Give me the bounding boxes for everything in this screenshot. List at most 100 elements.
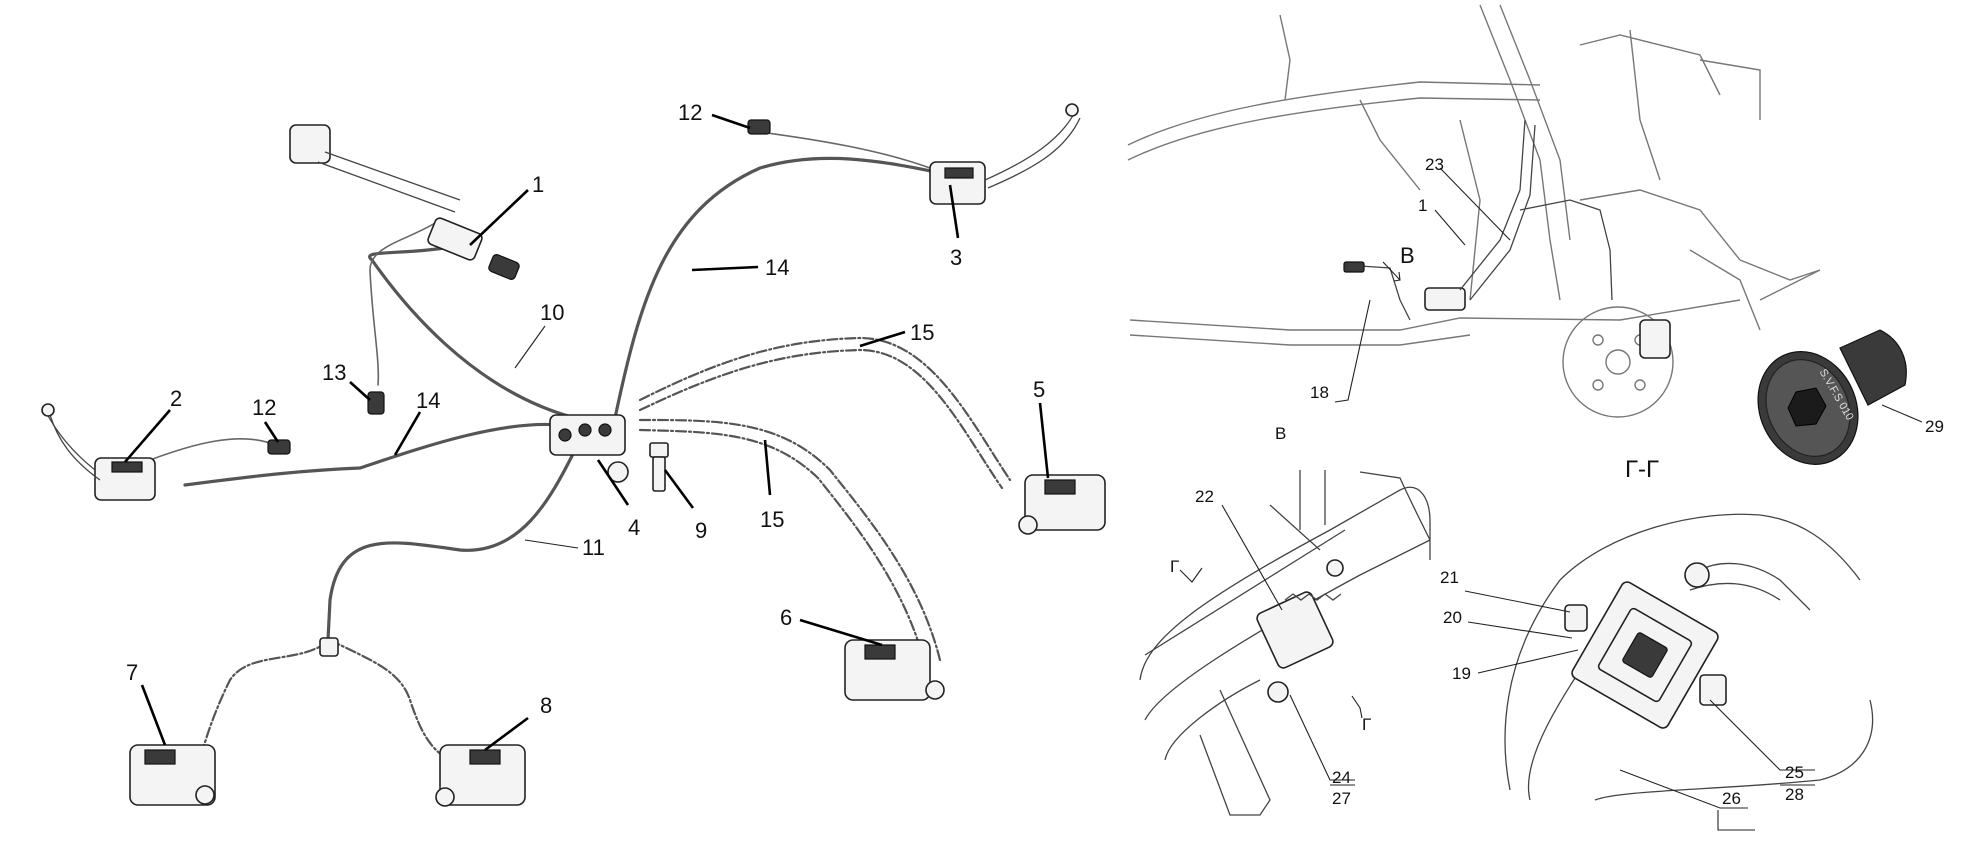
callout-28: 28 bbox=[1785, 785, 1804, 804]
callout-26: 26 bbox=[1722, 789, 1741, 808]
callout-5: 5 bbox=[1033, 377, 1045, 402]
master-cylinder-rear bbox=[289, 124, 520, 280]
leader-12a bbox=[711, 113, 751, 130]
hose-rear-right-branch bbox=[328, 638, 452, 762]
callout-20: 20 bbox=[1443, 608, 1462, 627]
callout-19: 19 bbox=[1452, 664, 1471, 683]
leader-13 bbox=[349, 381, 371, 401]
section-mark-bottom bbox=[1351, 695, 1363, 719]
caliper-8 bbox=[435, 744, 526, 807]
leader-21 bbox=[1464, 590, 1571, 613]
leader-23 bbox=[1439, 167, 1511, 241]
callout-9: 9 bbox=[695, 518, 707, 543]
section-g-g: Г-Г 21 20 19 25 28 26 bbox=[1440, 456, 1874, 831]
callout-7: 7 bbox=[126, 660, 138, 685]
brake-switch-12-top bbox=[747, 119, 771, 135]
callout-22: 22 bbox=[1195, 487, 1214, 506]
leader-15a bbox=[859, 330, 906, 348]
callout-14-top: 14 bbox=[765, 255, 789, 280]
switch-wire-top bbox=[759, 131, 931, 169]
caliper-7 bbox=[129, 744, 216, 806]
leader-8 bbox=[484, 716, 529, 752]
leader-15b bbox=[763, 439, 772, 496]
hose-10 bbox=[368, 246, 577, 420]
leader-11 bbox=[524, 539, 579, 549]
brake-distributor-4 bbox=[549, 414, 629, 483]
master-cylinder-left bbox=[41, 403, 156, 501]
view-arrow-b-label: В bbox=[1400, 243, 1415, 268]
leader-22 bbox=[1221, 504, 1283, 611]
bolt-29: S.V.F.S 010 29 bbox=[1757, 329, 1944, 465]
callout-24: 24 bbox=[1332, 768, 1351, 787]
callout-23: 23 bbox=[1425, 155, 1444, 174]
leader-9 bbox=[663, 469, 695, 509]
frame-view: 23 1 18 В bbox=[1127, 4, 1821, 418]
leader-1-frame bbox=[1434, 209, 1466, 246]
callout-1-frame: 1 bbox=[1418, 196, 1427, 215]
switch-13 bbox=[367, 391, 385, 415]
callout-11: 11 bbox=[582, 535, 605, 560]
hose-14-left bbox=[183, 422, 562, 487]
exploded-brake-view: 1 2 3 4 5 6 7 8 9 10 11 12 12 13 14 14 1… bbox=[41, 100, 1106, 807]
callout-2: 2 bbox=[170, 386, 182, 411]
callout-10: 10 bbox=[540, 300, 564, 325]
callout-12-left: 12 bbox=[252, 395, 276, 420]
hose-15-front bbox=[638, 336, 1012, 482]
callout-12-top: 12 bbox=[678, 100, 702, 125]
hose-11 bbox=[326, 448, 577, 642]
leader-26 bbox=[1619, 769, 1748, 809]
leader-7 bbox=[140, 684, 167, 746]
hose-tee bbox=[319, 637, 339, 657]
leader-14a bbox=[691, 265, 759, 272]
hose-14-upper bbox=[613, 156, 952, 420]
leader-18 bbox=[1334, 299, 1371, 403]
detail-b: В 22 Г Г 24 27 bbox=[1139, 424, 1431, 816]
callout-14-left: 14 bbox=[416, 388, 440, 413]
banjo-bolt-9 bbox=[649, 442, 669, 492]
callout-6: 6 bbox=[780, 605, 792, 630]
callout-18: 18 bbox=[1310, 383, 1329, 402]
callout-27: 27 bbox=[1332, 789, 1351, 808]
hose-15-rear-b bbox=[638, 428, 928, 670]
switch-wire-1 bbox=[369, 219, 441, 386]
leader-19 bbox=[1477, 649, 1579, 674]
leader-6 bbox=[799, 618, 883, 647]
leader-24-27 bbox=[1289, 694, 1355, 781]
section-mark-bottom-label: Г bbox=[1362, 715, 1371, 734]
callout-29: 29 bbox=[1925, 417, 1944, 436]
callout-3: 3 bbox=[950, 245, 962, 270]
leader-10 bbox=[514, 325, 546, 369]
caliper-5 bbox=[1018, 474, 1106, 535]
leader-3 bbox=[948, 184, 960, 239]
caliper-6 bbox=[844, 639, 945, 701]
leader-29 bbox=[1881, 404, 1923, 423]
leader-20 bbox=[1467, 621, 1573, 639]
hose-15-rear bbox=[638, 418, 942, 662]
switch-wire-left bbox=[149, 438, 276, 461]
hose-15-front-b bbox=[638, 348, 1004, 490]
hose-rear-left-branch bbox=[198, 638, 332, 762]
leader-5 bbox=[1038, 402, 1050, 479]
leader-14b bbox=[393, 411, 422, 456]
callout-1: 1 bbox=[532, 172, 544, 197]
leader-12b bbox=[263, 421, 280, 443]
section-gg-title: Г-Г bbox=[1625, 456, 1659, 483]
detail-b-title: В bbox=[1275, 424, 1286, 443]
master-cylinder-right bbox=[929, 103, 1081, 205]
callout-4: 4 bbox=[628, 515, 640, 540]
leader-2 bbox=[124, 409, 171, 463]
view-arrow-b bbox=[1382, 261, 1401, 282]
brake-switch-12-left bbox=[267, 439, 291, 455]
leader-25-28 bbox=[1709, 699, 1815, 771]
callout-13: 13 bbox=[322, 360, 346, 385]
callout-15-top: 15 bbox=[910, 320, 934, 345]
leader-4 bbox=[596, 459, 630, 506]
section-mark-top bbox=[1179, 567, 1203, 583]
callout-21: 21 bbox=[1440, 568, 1459, 587]
callout-15-mid: 15 bbox=[760, 507, 784, 532]
callout-25: 25 bbox=[1785, 763, 1804, 782]
callout-8: 8 bbox=[540, 693, 552, 718]
leader-1 bbox=[469, 189, 529, 246]
section-mark-top-label: Г bbox=[1170, 557, 1179, 576]
